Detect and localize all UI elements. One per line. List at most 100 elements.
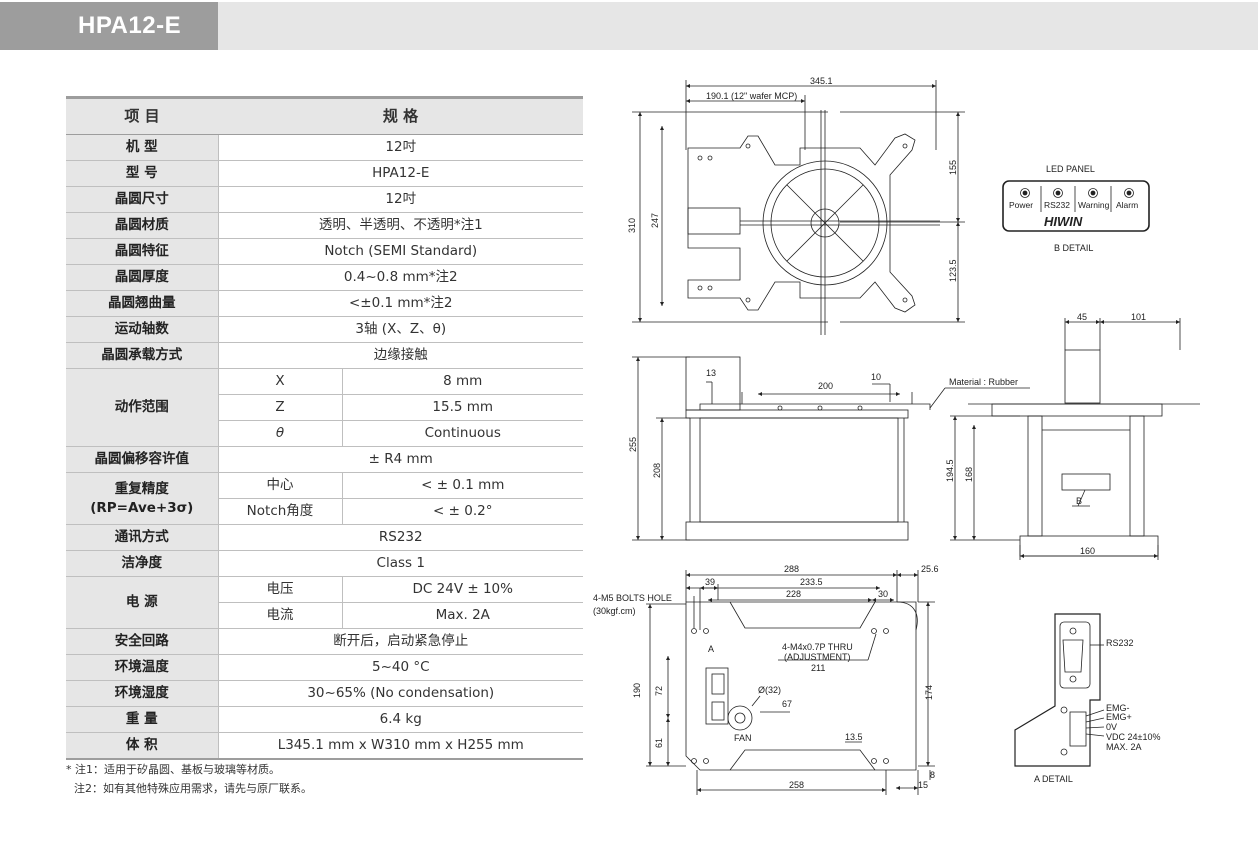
row-value: 5~40 °C <box>217 654 584 681</box>
row-label: 晶圆偏移容许值 <box>66 446 218 473</box>
sub-value: Max. 2A <box>341 602 584 629</box>
dim-13-5: 13.5 <box>845 732 863 742</box>
emg-plus: EMG+ <box>1106 712 1132 722</box>
top-view <box>632 80 965 335</box>
table-row: 动作范围 X 8 mm <box>66 368 584 447</box>
sub-label: Notch角度 <box>217 498 342 525</box>
sub-value: 15.5 mm <box>341 394 584 421</box>
table-row: 晶圆翘曲量<±0.1 mm*注2 <box>66 290 584 317</box>
row-label: 晶圆翘曲量 <box>66 290 218 317</box>
row-value: HPA12-E <box>217 160 584 187</box>
dim-168: 168 <box>964 467 974 482</box>
sub-value: Continuous <box>341 420 584 447</box>
dim-310: 310 <box>627 218 637 233</box>
dim-72: 72 <box>654 686 664 696</box>
a-marker: A <box>708 644 714 654</box>
dim-211: 211 <box>811 663 825 673</box>
row-label: 晶圆尺寸 <box>66 186 218 213</box>
row-value: L345.1 mm x W310 mm x H255 mm <box>217 732 584 760</box>
row-value: 12吋 <box>217 134 584 161</box>
row-label: 运动轴数 <box>66 316 218 343</box>
repeat-label-line2: (RP=Ave+3σ) <box>90 499 194 516</box>
table-row: Notch角度 < ± 0.2° <box>66 498 584 525</box>
row-label: 晶圆厚度 <box>66 264 218 291</box>
dim-30: 30 <box>878 589 888 599</box>
sub-label: X <box>217 368 342 395</box>
a-detail <box>1014 613 1105 767</box>
led-title: LED PANEL <box>1046 164 1095 174</box>
sub-label: 电压 <box>217 576 342 603</box>
row-label: 重 量 <box>66 706 218 733</box>
dim-123: 123.5 <box>948 259 958 282</box>
dim-15: 15 <box>918 780 928 790</box>
front-view <box>632 356 1030 541</box>
row-value: 断开后，启动紧急停止 <box>217 628 584 655</box>
row-value: 边缘接触 <box>217 342 584 369</box>
thru-adjust: (ADJUSTMENT) <box>784 652 851 662</box>
dim-258: 258 <box>789 780 804 790</box>
row-label: 型 号 <box>66 160 218 187</box>
footnote-2: 注2：如有其他特殊应用需求，请先与原厂联系。 <box>74 782 312 795</box>
sub-value: < ± 0.1 mm <box>341 472 584 499</box>
row-label: 洁净度 <box>66 550 218 577</box>
table-row: 晶圆材质透明、半透明、不透明*注1 <box>66 212 584 239</box>
dim-101: 101 <box>1131 312 1146 322</box>
header-item: 项 目 <box>66 96 218 135</box>
table-row: 电 源 电压 DC 24V ± 10% <box>66 576 584 629</box>
repeat-label-line1: 重复精度 <box>114 480 169 497</box>
row-value: 3轴 (X、Z、θ) <box>217 316 584 343</box>
a-detail-label: A DETAIL <box>1034 774 1073 784</box>
dim-61: 61 <box>654 738 664 748</box>
row-value: ± R4 mm <box>217 446 584 473</box>
row-value: 透明、半透明、不透明*注1 <box>217 212 584 239</box>
rs232-label: RS232 <box>1106 638 1134 648</box>
emg-minus: EMG- <box>1106 703 1130 713</box>
led-rs232: RS232 <box>1044 200 1070 210</box>
b-marker: B <box>1076 496 1082 506</box>
dim-67: 67 <box>782 699 792 709</box>
row-value: 12吋 <box>217 186 584 213</box>
dim-160: 160 <box>1080 546 1095 556</box>
material-label: Material : Rubber <box>949 377 1018 387</box>
row-label: 晶圆承载方式 <box>66 342 218 369</box>
row-label: 环境湿度 <box>66 680 218 707</box>
vdc-label: VDC 24±10% <box>1106 732 1160 742</box>
dim-255: 255 <box>628 437 638 452</box>
bolts-torque: (30kgf.cm) <box>593 606 636 616</box>
table-header-row: 项 目 规 格 <box>66 96 584 135</box>
table-row: 电流 Max. 2A <box>66 602 584 629</box>
footnote-1: * 注1：适用于矽晶圆、基板与玻璃等材质。 <box>66 763 280 776</box>
sub-value: DC 24V ± 10% <box>341 576 584 603</box>
row-value: <±0.1 mm*注2 <box>217 290 584 317</box>
table-row: 晶圆偏移容许值± R4 mm <box>66 446 584 473</box>
dim-190b: 190 <box>632 683 642 698</box>
dim-32: Ø(32) <box>758 685 781 695</box>
dim-194: 194.5 <box>945 459 955 482</box>
fan-label: FAN <box>734 733 752 743</box>
led-alarm: Alarm <box>1116 200 1138 210</box>
row-value: Notch (SEMI Standard) <box>217 238 584 265</box>
led-warning: Warning <box>1078 200 1110 210</box>
row-label: 晶圆特征 <box>66 238 218 265</box>
dim-208: 208 <box>652 463 662 478</box>
dim-233: 233.5 <box>800 577 823 587</box>
row-value: Class 1 <box>217 550 584 577</box>
sub-value: < ± 0.2° <box>341 498 584 525</box>
row-label: 电 源 <box>66 576 218 629</box>
row-label: 体 积 <box>66 732 218 760</box>
dim-39: 39 <box>705 577 715 587</box>
table-row: θ Continuous <box>66 420 584 447</box>
row-label: 重复精度 (RP=Ave+3σ) <box>66 472 218 525</box>
ov-label: 0V <box>1106 722 1117 732</box>
